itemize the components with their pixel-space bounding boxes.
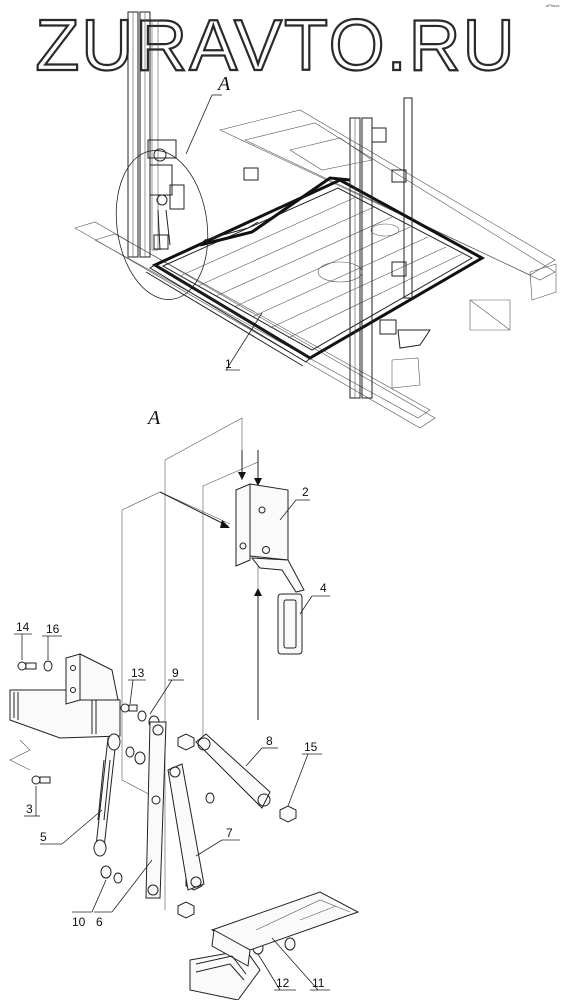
callout-3: 3 (26, 802, 33, 816)
base-pedal-plate (189, 891, 360, 1000)
lever-part-6 (145, 721, 167, 899)
callout-10: 10 (72, 915, 86, 929)
callout-15: 15 (304, 740, 318, 754)
view-label-top: A (216, 73, 231, 95)
tab-part-4 (277, 593, 303, 655)
bracket-part-2 (235, 483, 305, 593)
view-label-detail: A (146, 407, 161, 429)
callout-7: 7 (226, 826, 233, 840)
watermark-text: ZURAVTO.RU (35, 6, 516, 86)
callout-13: 13 (131, 666, 145, 680)
callout-1: 1 (225, 357, 232, 371)
callout-5: 5 (40, 830, 47, 844)
callout-8: 8 (266, 734, 273, 748)
lever-part-7 (167, 763, 205, 891)
callout-11: 11 (312, 976, 325, 990)
callout-6: 6 (96, 915, 103, 929)
callout-12: 12 (276, 976, 290, 990)
platform-assembly-view (74, 11, 557, 429)
assembly-arrows (159, 450, 262, 720)
callout-16: 16 (46, 622, 60, 636)
callout-9: 9 (172, 666, 179, 680)
callout-4: 4 (320, 581, 327, 595)
rod-part-5 (93, 733, 121, 857)
callout-2: 2 (302, 485, 309, 499)
mounting-plate-assembly (9, 653, 121, 771)
callout-14: 14 (16, 620, 30, 634)
lever-part-8 (195, 733, 271, 809)
corner-note: aP5ave (546, 3, 560, 8)
